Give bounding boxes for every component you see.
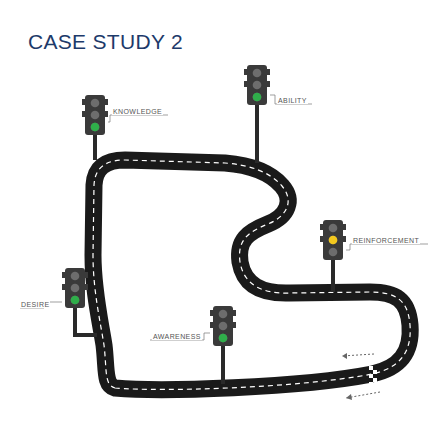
step-label: REINFORCEMENT xyxy=(352,237,420,244)
step-label: DESIRE xyxy=(20,301,50,308)
step-label: KNOWLEDGE xyxy=(112,108,163,115)
step-label: AWARENESS xyxy=(152,333,202,340)
step-label: ABILITY xyxy=(277,97,308,104)
diagram-title: CASE STUDY 2 xyxy=(28,30,183,54)
